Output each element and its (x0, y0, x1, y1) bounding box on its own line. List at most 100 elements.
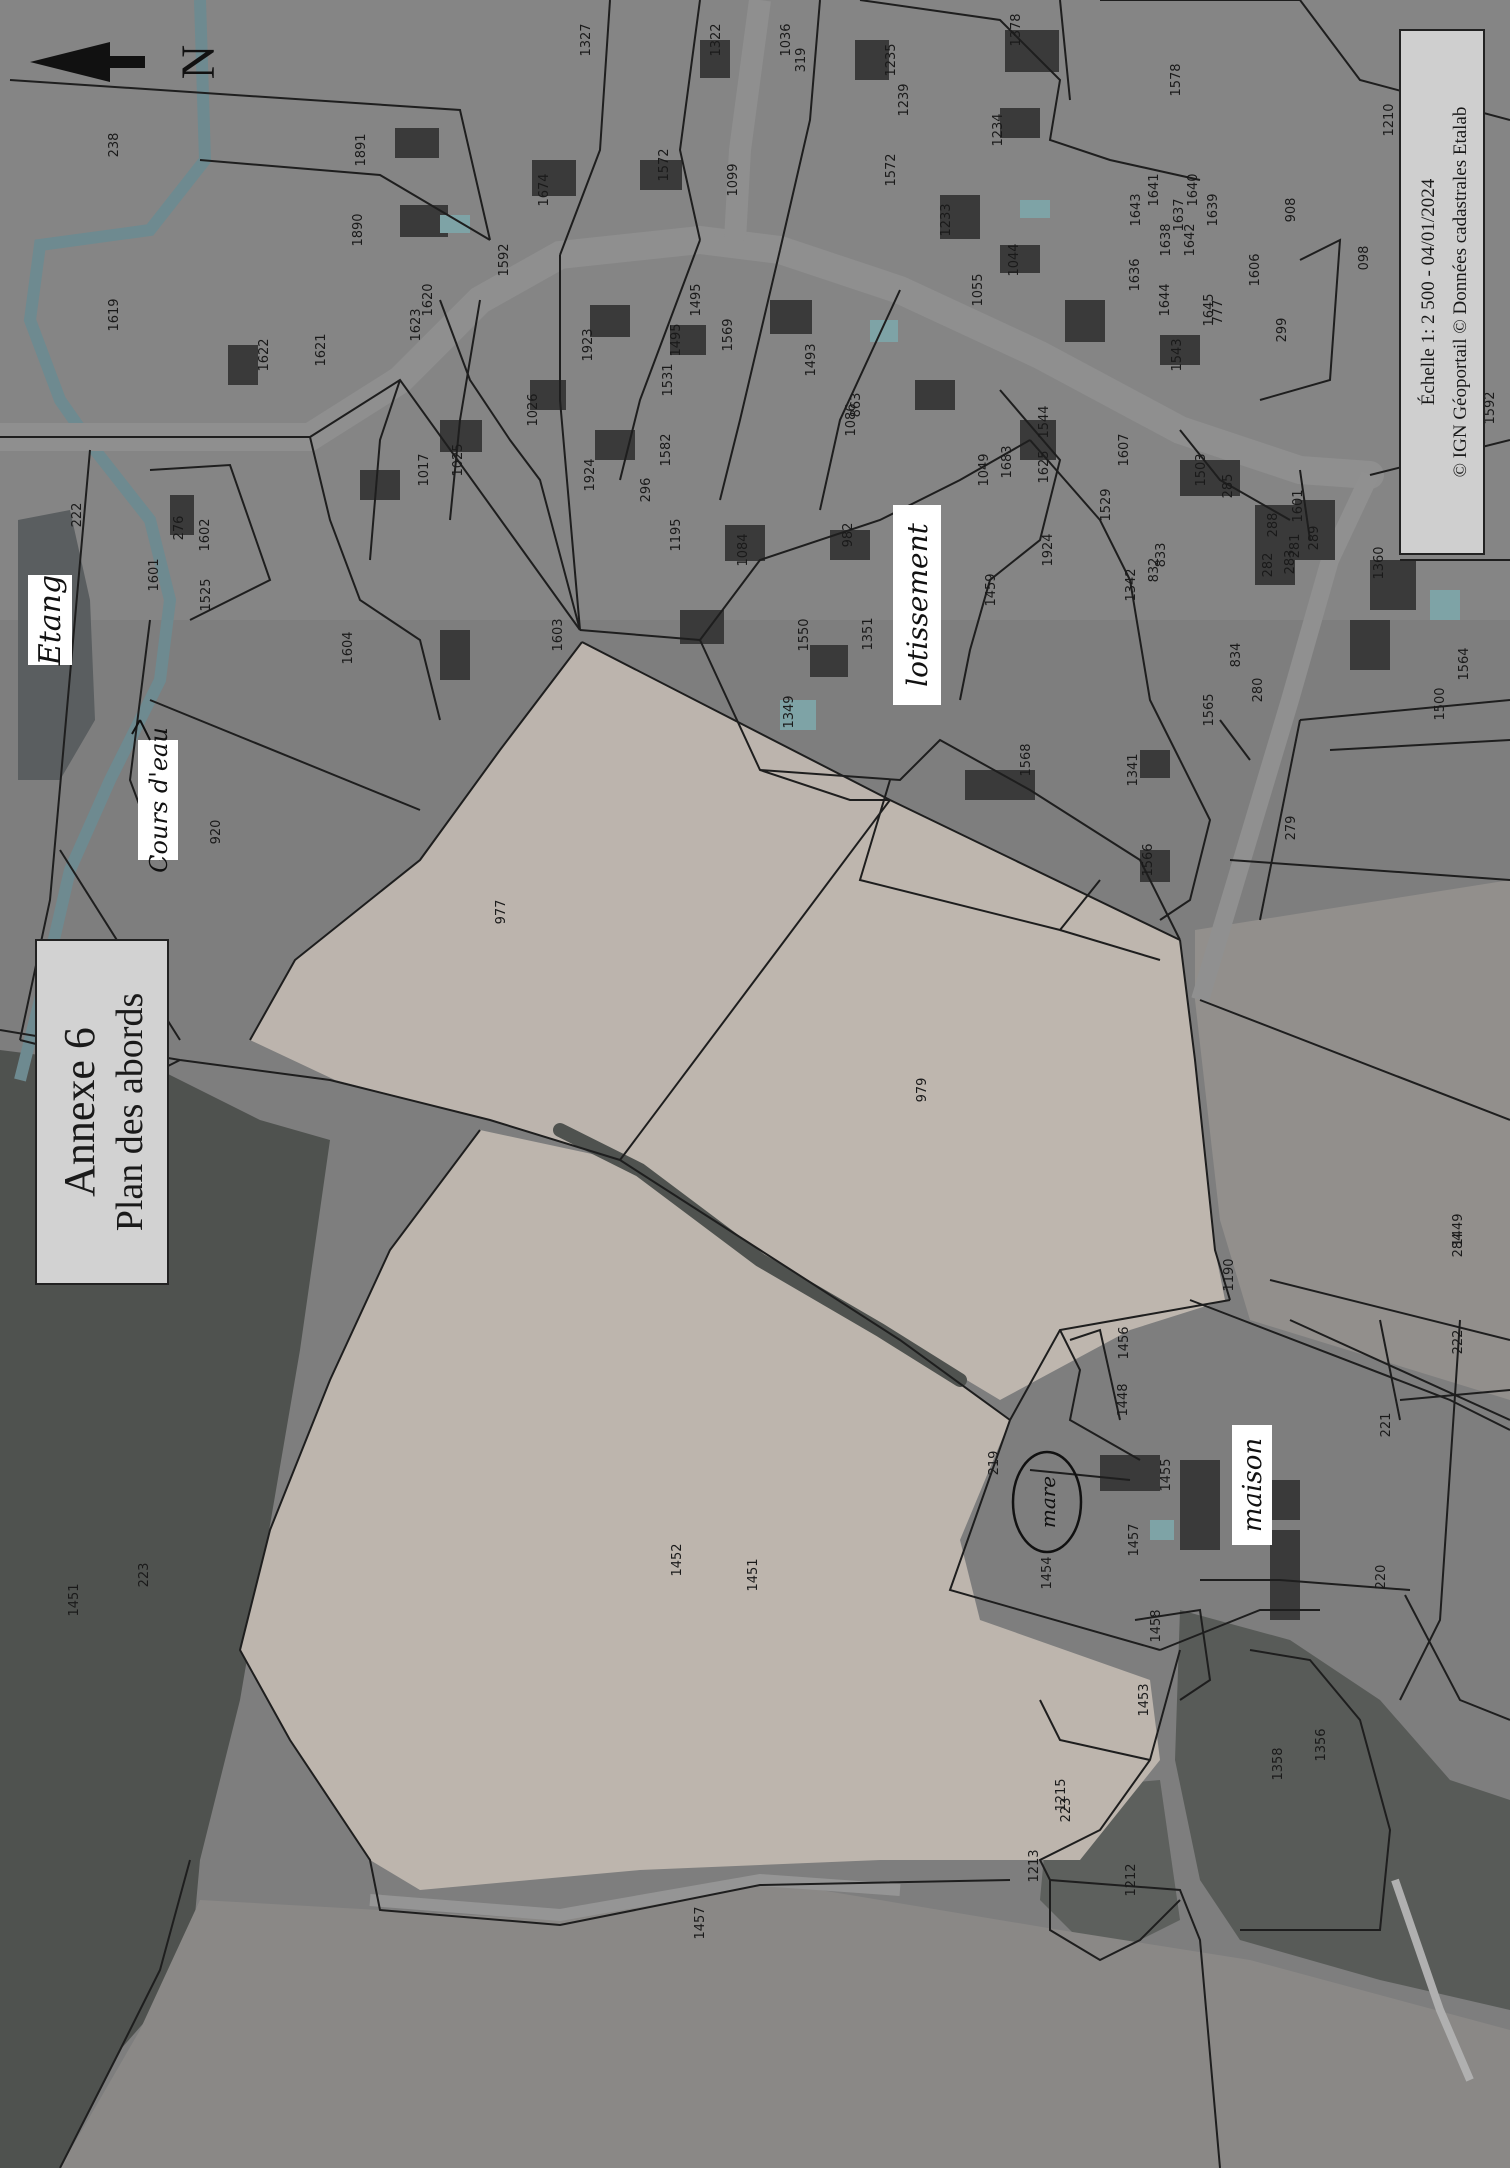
parcel-number: 282 (1261, 553, 1276, 578)
parcel-number: 1099 (726, 163, 741, 196)
parcel-number: 920 (209, 820, 224, 845)
parcel-number: 1025 (451, 443, 466, 476)
stream (14, 0, 212, 1082)
parcel-number: 1212 (1124, 1863, 1139, 1896)
parcel-number: 1601 (1291, 489, 1306, 522)
parcel-number: 1235 (884, 43, 899, 76)
parcel-number: 1049 (977, 453, 992, 486)
parcel-number: 1036 (779, 23, 794, 56)
parcel-number: 1601 (147, 558, 162, 591)
parcel-number: 1625 (1037, 450, 1052, 483)
annotation-cours-eau: Cours d'eau (138, 727, 178, 873)
parcel-number: 1890 (351, 213, 366, 246)
parcel-number: 1637 (1172, 198, 1187, 231)
parcel-number: 1529 (1099, 488, 1114, 521)
parcel-number: 1503 (1194, 453, 1209, 486)
parcel-number: 1640 (1186, 173, 1201, 206)
parcel-number: 223 (137, 1563, 152, 1588)
parcel-number: 1500 (1433, 687, 1448, 720)
north-arrow-icon: N (30, 42, 225, 82)
parcel-number: 1456 (1117, 1326, 1132, 1359)
parcel-number: 221 (1379, 1413, 1394, 1438)
parcel-number: 1210 (1382, 103, 1397, 136)
field-1451 (240, 1130, 1160, 1890)
parcel-number: 1525 (199, 578, 214, 611)
parcel-number: 1606 (1248, 253, 1263, 286)
north-label: N (172, 45, 225, 80)
parcel-number: 979 (915, 1078, 930, 1103)
parcel-number: 220 (1374, 1565, 1389, 1590)
annotation-mare: mare (1036, 1476, 1060, 1528)
parcel-number: 1459 (984, 573, 999, 606)
parcel-number: 1641 (1147, 173, 1162, 206)
forest-area (0, 1050, 330, 2168)
parcel-number: 1578 (1169, 63, 1184, 96)
parcel-number: 1190 (1222, 1258, 1237, 1291)
east-field (1195, 880, 1510, 1400)
parcel-number: 222 (1451, 1330, 1466, 1355)
parcel-number: 1026 (526, 393, 541, 426)
parcel-number: 1086 (844, 403, 859, 436)
credits-text: © IGN Géoportail © Données cadastrales E… (1450, 107, 1471, 478)
parcel-number: 1457 (693, 1906, 708, 1939)
label-lotissement: lotissement (901, 522, 934, 686)
parcel-number: 1451 (67, 1583, 82, 1616)
parcel-number: 238 (107, 133, 122, 158)
parcel-number: 977 (494, 900, 509, 925)
parcel-number: 299 (1275, 318, 1290, 343)
parcel-number: 1622 (257, 338, 272, 371)
parcel-number: 1582 (659, 433, 674, 466)
parcel-number: 1327 (579, 23, 594, 56)
parcel-number: 1607 (1117, 433, 1132, 466)
parcel-number: 1645 (1202, 293, 1217, 326)
parcel-number: 1453 (1137, 1683, 1152, 1716)
parcel-number: 1544 (1037, 405, 1052, 438)
field-1449 (620, 800, 1225, 1400)
parcel-number: 1531 (661, 363, 676, 396)
parcel-number: 1603 (551, 618, 566, 651)
annotation-maison: maison (1232, 1425, 1272, 1545)
parcel-number: 1495 (669, 323, 684, 356)
parcel-number: 1592 (1483, 391, 1498, 424)
parcel-number: 1449 (1451, 1213, 1466, 1246)
parcel-number: 1550 (797, 618, 812, 651)
parcel-number: 1619 (107, 298, 122, 331)
side-road (1191, 471, 1379, 1003)
parcel-number: 1891 (354, 133, 369, 166)
parcel-number: 1604 (341, 631, 356, 664)
scale-box: Échelle 1: 2 500 - 04/01/2024 © IGN Géop… (1399, 29, 1485, 555)
parcel-number: 1565 (1202, 693, 1217, 726)
parcel-number: 1215 (1054, 1778, 1069, 1811)
parcel-number: 1195 (669, 518, 684, 551)
pools (440, 200, 1460, 1540)
parcel-number: 1454 (1040, 1556, 1055, 1589)
parcel-number: 1924 (1041, 533, 1056, 566)
parcel-number: 863 (849, 393, 864, 418)
parcel-number: 098 (1357, 246, 1372, 271)
parcel-number: 296 (639, 478, 654, 503)
parcel-number: 219 (987, 1451, 1002, 1476)
annotation-etang: Etang (28, 575, 72, 666)
parcel-number: 1017 (417, 453, 432, 486)
parcel-number: 1360 (1372, 546, 1387, 579)
map-subtitle: Plan des abords (109, 993, 151, 1232)
parcel-number: 288 (1266, 513, 1281, 538)
parcel-number: 1636 (1128, 258, 1143, 291)
parcel-number: 1638 (1159, 223, 1174, 256)
south-field (60, 1880, 1510, 2168)
parcel-number: 1620 (421, 283, 436, 316)
map-title: Annexe 6 (55, 1027, 104, 1197)
parcel-number: 1623 (409, 308, 424, 341)
parcel-number: 1572 (884, 153, 899, 186)
parcel-number: 1378 (1009, 13, 1024, 46)
scale-text: Échelle 1: 2 500 - 04/01/2024 (1417, 178, 1439, 405)
parcel-number: 289 (1307, 526, 1322, 551)
parcel-number: 1455 (1159, 1458, 1174, 1491)
parcel-number: 222 (70, 503, 85, 528)
parcel-number: 319 (794, 48, 809, 73)
arrow-icon (131, 719, 151, 741)
forest-area-east (1175, 1610, 1510, 2010)
label-mare: mare (1036, 1476, 1060, 1528)
